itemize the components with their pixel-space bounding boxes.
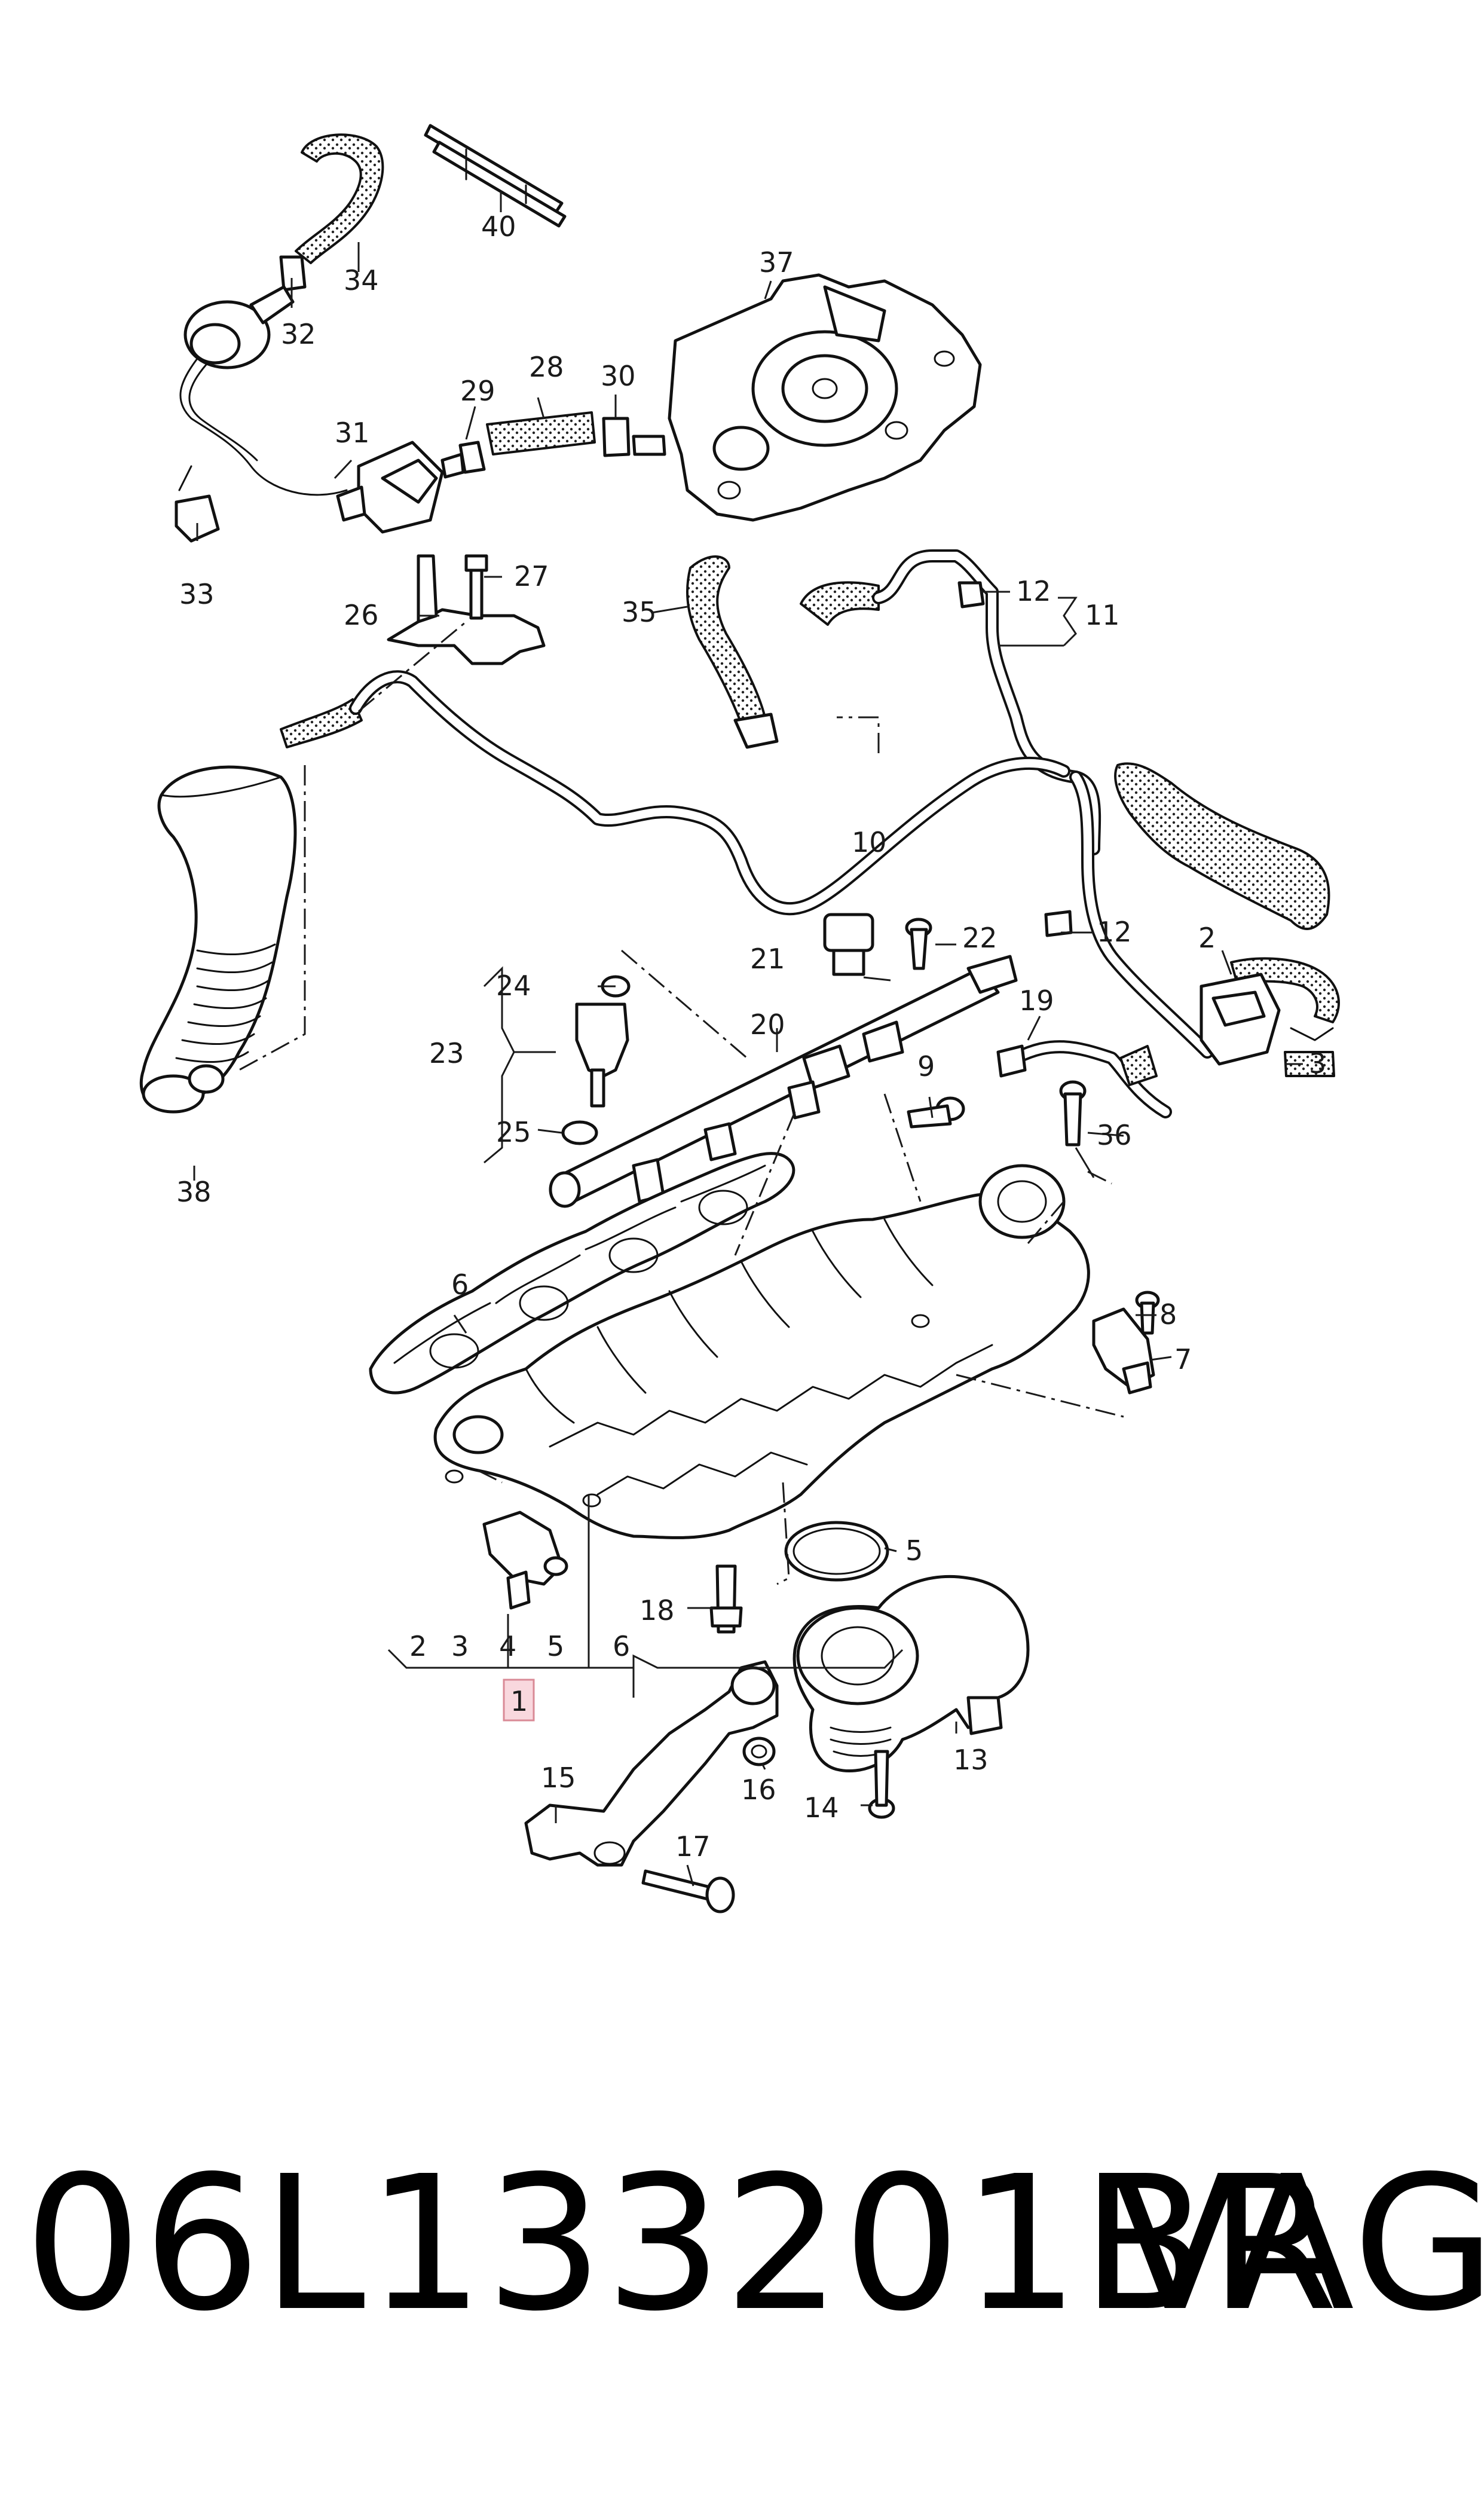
label-23: 23 <box>429 1037 464 1069</box>
label-18: 18 <box>640 1594 675 1627</box>
label-1: 1 <box>510 1685 528 1717</box>
part-7-sensor <box>1092 1307 1155 1395</box>
label-29: 29 <box>460 375 495 407</box>
label-16: 16 <box>741 1774 776 1806</box>
part-34-hose <box>295 133 384 264</box>
label-27: 27 <box>514 560 549 592</box>
part-13-throttle-body <box>793 1575 1030 1773</box>
label-3: 3 <box>1309 1047 1326 1080</box>
part-16-nut <box>742 1737 776 1766</box>
label-13: 13 <box>953 1744 989 1776</box>
part-10-pipe <box>280 670 1214 1059</box>
part-4-sensor <box>482 1511 568 1610</box>
part-35-hose <box>686 555 779 749</box>
part-28-hose <box>486 411 596 455</box>
part-38-intake-hose <box>139 765 297 1114</box>
label-25: 25 <box>496 1116 531 1148</box>
label-17: 17 <box>675 1830 711 1863</box>
part-14-bolt <box>868 1750 895 1819</box>
part-31-valve-assembly <box>179 285 444 534</box>
label-12-mid: 12 <box>1097 916 1132 948</box>
label-37: 37 <box>759 246 794 279</box>
label-30: 30 <box>601 360 636 392</box>
part-2-3-valve-hose <box>1114 762 1340 1077</box>
label-12-top: 12 <box>1016 575 1051 607</box>
leader-lines <box>193 191 1303 1887</box>
label-26: 26 <box>344 599 379 631</box>
part-intake-manifold <box>433 1164 1090 1539</box>
label-24: 24 <box>496 970 531 1002</box>
label-5-bottom: 5 <box>547 1630 564 1662</box>
label-2-bottom: 2 <box>409 1630 427 1662</box>
label-6-top: 6 <box>451 1268 469 1301</box>
label-11: 11 <box>1085 599 1120 631</box>
label-31: 31 <box>335 417 370 449</box>
label-38: 38 <box>176 1176 212 1208</box>
label-5-top: 5 <box>905 1534 923 1567</box>
label-36: 36 <box>1097 1119 1132 1151</box>
label-19: 19 <box>1019 985 1054 1017</box>
part-37-cover <box>668 273 982 522</box>
parts-diagram: 40 34 37 32 28 30 29 31 27 26 33 35 12 1… <box>139 124 1340 1913</box>
part-22-bolt <box>905 918 932 970</box>
part-32-clip <box>279 255 307 292</box>
part-36-bolt <box>1059 1080 1087 1147</box>
label-40: 40 <box>481 210 516 243</box>
part-29-clip <box>440 441 486 479</box>
callout-labels: 40 34 37 32 28 30 29 31 27 26 33 35 12 1… <box>176 210 1326 1863</box>
part-5-o-ring <box>784 1521 889 1582</box>
label-33: 33 <box>179 578 215 610</box>
part-6-gasket <box>369 1152 795 1395</box>
label-7: 7 <box>1174 1343 1192 1375</box>
part-23-injector <box>561 975 631 1145</box>
part-9-bolt <box>907 1096 965 1129</box>
label-22: 22 <box>962 922 998 954</box>
part-18-stud <box>709 1564 743 1634</box>
label-4-bottom: 4 <box>499 1630 516 1662</box>
part-19-sensor-lead <box>996 1040 1172 1118</box>
part-27-bolt <box>464 554 488 620</box>
label-3-bottom: 3 <box>451 1630 469 1662</box>
label-9: 9 <box>917 1050 935 1083</box>
part-number: 06L133201BR <box>24 2136 1339 2352</box>
label-21: 21 <box>750 943 785 975</box>
part-26-bracket <box>387 554 546 665</box>
part-21-sensor <box>823 913 874 976</box>
part-40-strip <box>424 124 567 228</box>
part-15-bracket <box>524 1660 779 1867</box>
label-32: 32 <box>281 318 316 350</box>
label-35: 35 <box>622 596 657 628</box>
part-17-bolt <box>641 1869 735 1913</box>
part-33-connector <box>175 465 220 543</box>
label-15: 15 <box>541 1762 576 1794</box>
part-20-fuel-rail <box>549 955 1018 1208</box>
highlighted-part-label[interactable]: 1 <box>503 1679 535 1722</box>
label-8: 8 <box>1159 1298 1177 1331</box>
brand-name: VAG <box>1112 2136 1484 2352</box>
part-8-bolt <box>1135 1291 1160 1335</box>
label-34: 34 <box>344 264 379 296</box>
label-28: 28 <box>529 351 564 383</box>
part-30-clip <box>602 417 666 457</box>
label-14: 14 <box>804 1792 839 1824</box>
label-10: 10 <box>852 826 887 858</box>
label-6-bottom: 6 <box>613 1630 630 1662</box>
label-2: 2 <box>1198 922 1216 954</box>
label-20: 20 <box>750 1008 785 1041</box>
